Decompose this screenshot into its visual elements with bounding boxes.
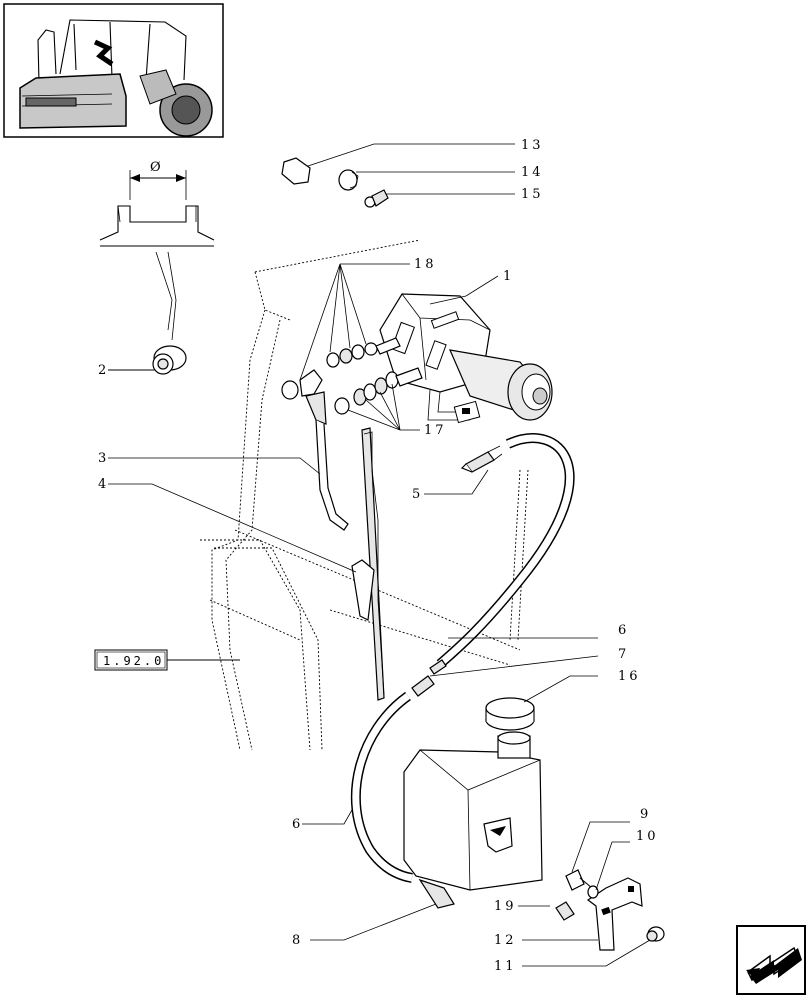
callout-1: 1 (503, 269, 514, 284)
cap-14 (338, 169, 359, 191)
callout-labels: 13 14 15 18 1 2 17 3 4 5 6 7 16 6 9 10 1… (98, 138, 659, 974)
callout-13: 13 (521, 138, 544, 153)
part-19 (555, 901, 575, 921)
callout-6-lower: 6 (292, 817, 303, 832)
screw-9 (565, 869, 593, 891)
washer-nozzle (460, 445, 503, 473)
tractor-thumbnail (3, 3, 224, 138)
callout-12: 12 (494, 933, 517, 948)
washer-set-18 (326, 337, 401, 368)
washer-10 (587, 885, 599, 899)
callout-11: 11 (494, 959, 517, 974)
washer-hose-upper (429, 433, 575, 675)
diameter-detail: Ø (99, 160, 215, 341)
bracket-12 (586, 877, 643, 951)
reference-box[interactable]: 1.92.0 (94, 649, 168, 671)
callout-14: 14 (521, 165, 544, 180)
diameter-symbol: Ø (150, 160, 164, 175)
callout-16: 16 (618, 669, 641, 684)
callout-15: 15 (521, 187, 544, 202)
grommet-2 (152, 345, 187, 375)
nut-11 (646, 926, 665, 942)
reference-box-label: 1.92.0 (103, 654, 164, 668)
back-arrow-icon (746, 946, 802, 984)
callout-10: 10 (636, 829, 659, 844)
callout-2: 2 (98, 363, 109, 378)
washer-reservoir (403, 697, 543, 909)
plug-13 (281, 157, 311, 185)
callout-4: 4 (98, 477, 109, 492)
plug-15 (364, 189, 389, 208)
washer-set-17 (334, 367, 423, 415)
callout-8: 8 (292, 933, 303, 948)
wiper-motor (379, 293, 553, 424)
callout-18: 18 (414, 257, 437, 272)
back-button[interactable] (736, 925, 806, 995)
washer-hose-lower (350, 691, 413, 883)
hose-connector (411, 675, 435, 697)
wiper-blade (351, 427, 385, 701)
callout-17: 17 (424, 423, 447, 438)
callout-7: 7 (618, 647, 629, 662)
callout-9: 9 (640, 807, 651, 822)
leader-lines (108, 143, 651, 967)
callout-6-upper: 6 (618, 623, 629, 638)
callout-5: 5 (412, 487, 423, 502)
callout-19: 19 (494, 899, 517, 914)
callout-3: 3 (98, 451, 109, 466)
cab-outline (200, 239, 529, 751)
wiper-arm (281, 369, 349, 531)
